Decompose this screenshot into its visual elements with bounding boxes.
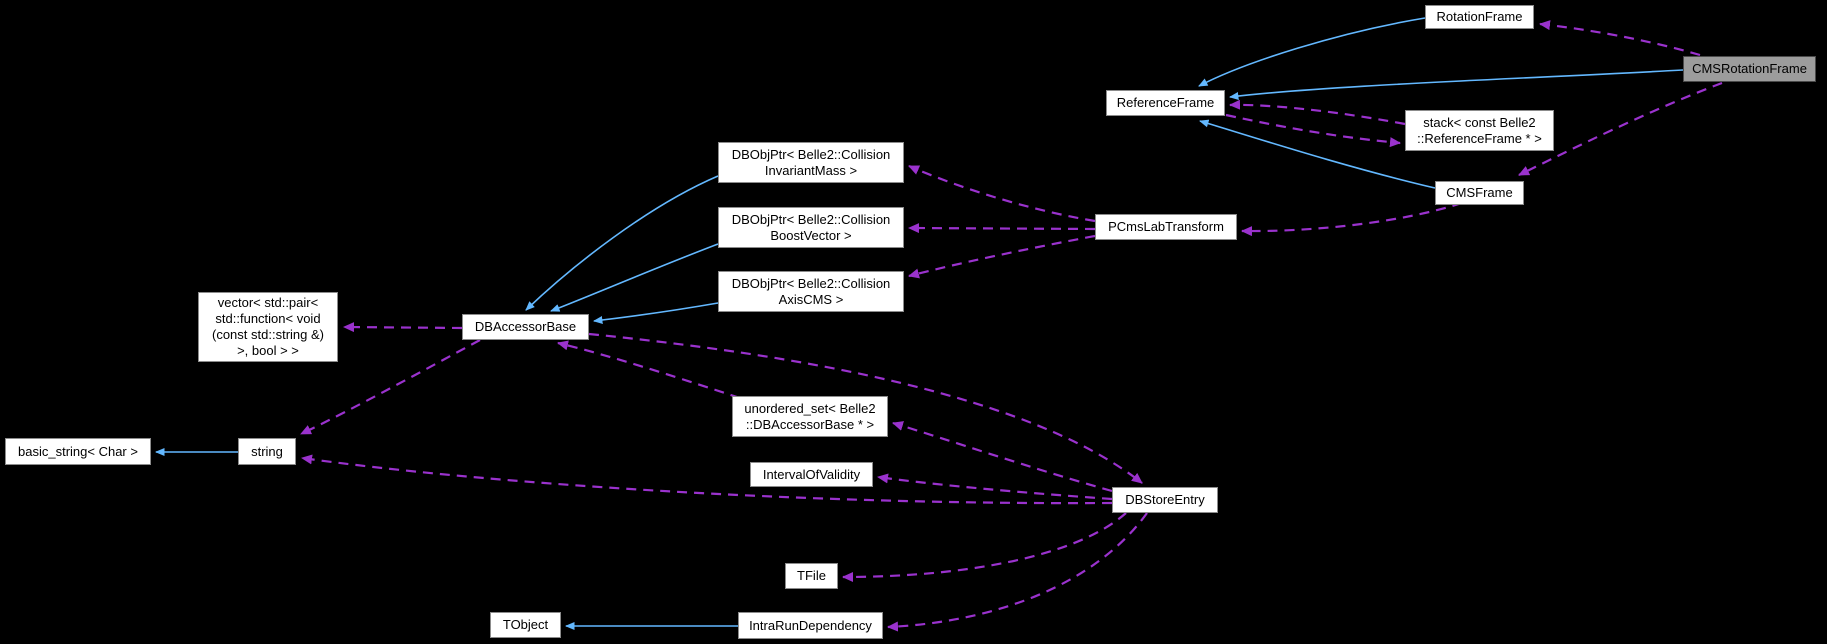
node-tobject[interactable]: TObject xyxy=(490,612,561,638)
edge-db-accessor-base-uses-string xyxy=(300,339,481,435)
edge-unordered-set-uses-db-accessor-base xyxy=(557,340,741,400)
edge-db-store-entry-uses-intra-run-dependency xyxy=(887,512,1148,632)
edge-cms-rotation-frame-uses-rotation-frame xyxy=(1539,20,1701,57)
node-unordered-set: unordered_set< Belle2 ::DBAccessorBase *… xyxy=(732,396,888,437)
edge-rotation-frame-inherits-reference-frame xyxy=(1198,17,1426,87)
edge-pcms-lab-transform-uses-dbobjptr-axis-cms xyxy=(908,234,1096,279)
edge-pcms-lab-transform-uses-dbobjptr-boost-vector xyxy=(908,223,1096,234)
edge-db-store-entry-uses-unordered-set xyxy=(892,421,1113,493)
node-dbobjptr-invariant-mass[interactable]: DBObjPtr< Belle2::Collision InvariantMas… xyxy=(718,142,904,183)
node-interval-of-validity[interactable]: IntervalOfValidity xyxy=(750,462,873,487)
node-cms-frame[interactable]: CMSFrame xyxy=(1435,181,1524,205)
node-db-store-entry[interactable]: DBStoreEntry xyxy=(1112,487,1218,513)
node-cms-rotation-frame: CMSRotationFrame xyxy=(1683,56,1816,82)
edge-db-store-entry-uses-tfile xyxy=(842,512,1127,582)
edge-pcms-lab-transform-uses-dbobjptr-invariant-mass xyxy=(908,164,1096,223)
node-string: string xyxy=(238,438,296,465)
edge-dbobjptr-axis-cms-inherits-db-accessor-base xyxy=(593,302,719,324)
node-dbobjptr-axis-cms[interactable]: DBObjPtr< Belle2::Collision AxisCMS > xyxy=(718,271,904,312)
node-reference-frame[interactable]: ReferenceFrame xyxy=(1106,90,1225,116)
node-stack-reference-frame: stack< const Belle2 ::ReferenceFrame * > xyxy=(1405,110,1554,151)
edge-cms-rotation-frame-inherits-reference-frame xyxy=(1229,69,1684,100)
edge-db-accessor-base-uses-db-store-entry xyxy=(588,332,1143,484)
edge-db-accessor-base-uses-vector-pair xyxy=(343,322,463,333)
node-vector-pair: vector< std::pair< std::function< void (… xyxy=(198,292,338,362)
edge-dbobjptr-invariant-mass-inherits-db-accessor-base xyxy=(525,175,719,311)
node-basic-string: basic_string< Char > xyxy=(5,438,151,465)
node-tfile[interactable]: TFile xyxy=(785,563,838,589)
node-pcms-lab-transform[interactable]: PCmsLabTransform xyxy=(1095,214,1237,240)
node-intra-run-dependency[interactable]: IntraRunDependency xyxy=(738,612,883,639)
edge-db-store-entry-uses-string xyxy=(301,454,1113,505)
edge-cms-frame-inherits-reference-frame xyxy=(1199,119,1436,189)
node-rotation-frame[interactable]: RotationFrame xyxy=(1425,5,1534,29)
edge-dbobjptr-boost-vector-inherits-db-accessor-base xyxy=(550,243,719,312)
node-db-accessor-base[interactable]: DBAccessorBase xyxy=(462,314,589,340)
edge-reference-frame-uses-stack xyxy=(1225,113,1401,148)
edge-cms-frame-uses-pcms-lab-transform xyxy=(1241,201,1463,237)
edge-stack-uses-reference-frame xyxy=(1229,99,1406,126)
node-dbobjptr-boost-vector[interactable]: DBObjPtr< Belle2::Collision BoostVector … xyxy=(718,207,904,248)
edge-db-store-entry-uses-interval-of-validity xyxy=(877,473,1113,501)
